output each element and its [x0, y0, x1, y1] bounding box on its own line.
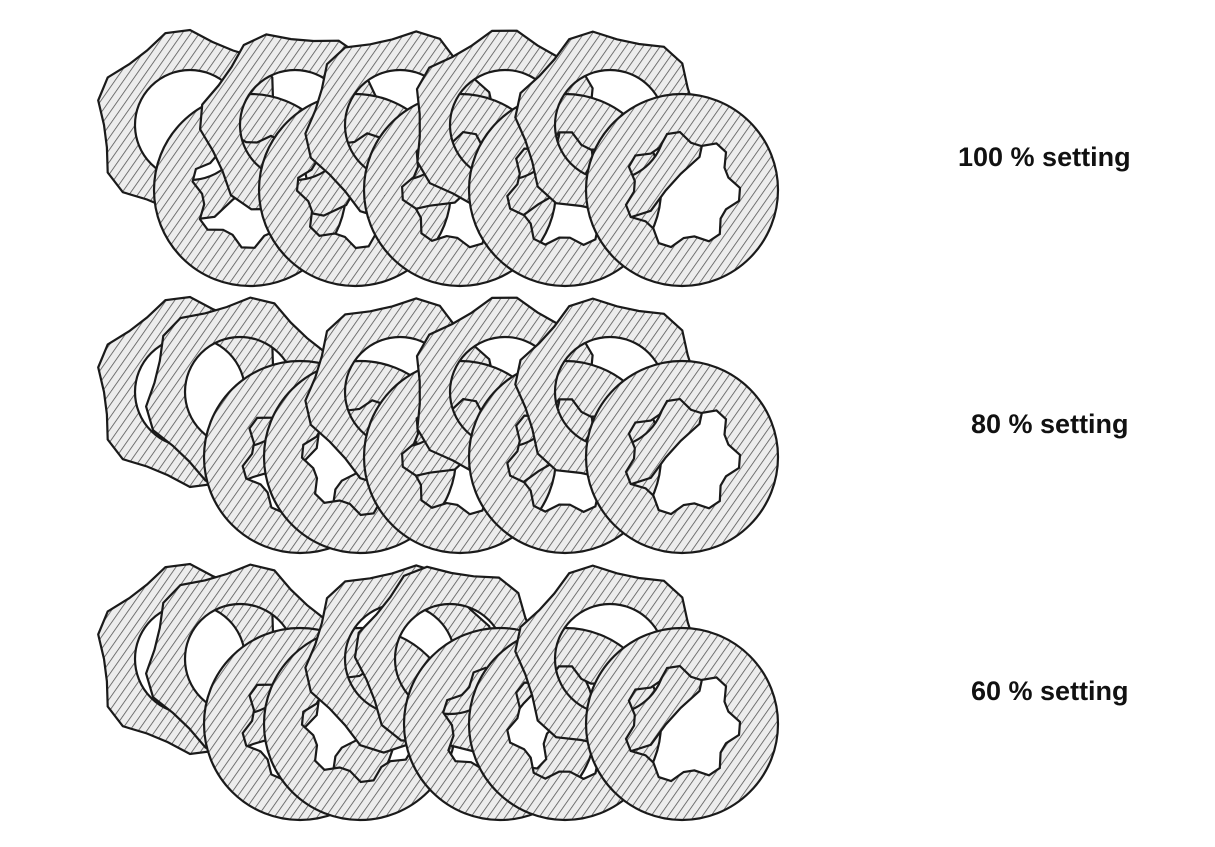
row-label-100: 100 % setting — [958, 142, 1131, 172]
clutch-plate-inner — [584, 626, 780, 822]
row-label-80: 80 % setting — [971, 409, 1129, 439]
clutch-plate-inner — [584, 359, 780, 555]
clutch-plate-inner — [584, 92, 780, 288]
row-label-60: 60 % setting — [971, 676, 1129, 706]
